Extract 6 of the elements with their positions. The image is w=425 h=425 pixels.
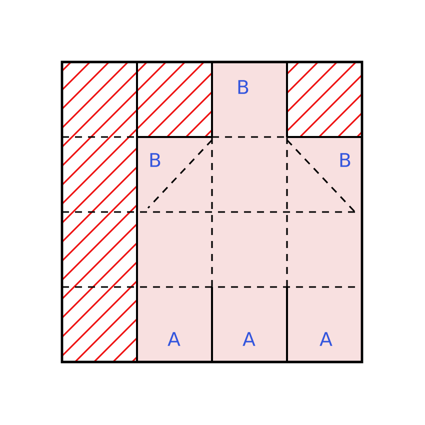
area-label: B (150, 153, 160, 167)
area-label: A (168, 332, 180, 346)
area-label: A (242, 332, 256, 346)
area-label: A (320, 332, 332, 346)
area-label: B (340, 153, 350, 167)
area-label: B (238, 80, 248, 94)
